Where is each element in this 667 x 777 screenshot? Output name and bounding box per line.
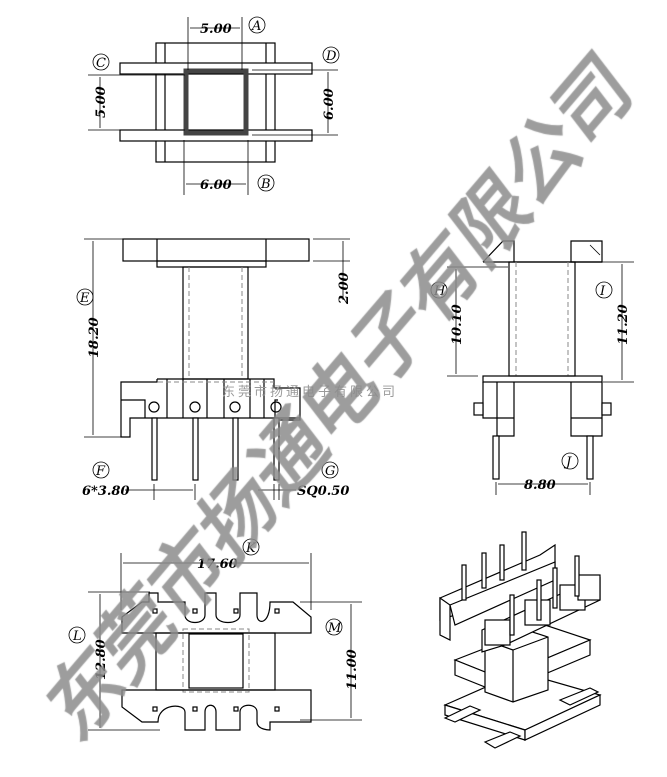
label-k: K [245, 541, 257, 556]
bottom-view [88, 553, 362, 731]
dim-top-flange: 2.00 [337, 272, 352, 305]
dim-c: 5.00 [94, 86, 109, 118]
label-c: C [96, 56, 106, 71]
dim-h: 10.10 [450, 304, 465, 345]
isometric-view [439, 531, 602, 749]
dim-m: 11.00 [345, 649, 360, 690]
label-l: L [72, 629, 82, 644]
side-view [447, 240, 634, 495]
label-g: G [325, 464, 335, 479]
dim-e: 18.20 [87, 317, 102, 358]
label-h: H [433, 284, 446, 299]
label-b: B [260, 177, 271, 192]
front-view [84, 238, 350, 500]
top-view [88, 17, 338, 195]
dim-f: 6*3.80 [82, 484, 130, 499]
dim-j: 8.80 [524, 478, 556, 493]
dim-d: 6.00 [322, 88, 337, 120]
dim-l: 12.80 [94, 639, 109, 680]
callout-labels: A B C D E F G H I J K L M [68, 16, 613, 644]
label-j: J [563, 455, 572, 470]
label-d: D [325, 49, 337, 64]
label-m: M [327, 621, 342, 636]
dim-i: 11.20 [616, 304, 631, 345]
dim-g: SQ0.50 [297, 484, 349, 499]
dim-k: 17.60 [197, 557, 238, 572]
label-e: E [79, 291, 90, 306]
label-i: I [599, 284, 606, 299]
watermark-small: 东莞市扬通电子有限公司 [222, 384, 398, 400]
label-f: F [95, 464, 106, 479]
dim-a: 5.00 [200, 22, 232, 37]
label-a: A [251, 19, 261, 34]
dim-b: 6.00 [200, 178, 232, 193]
